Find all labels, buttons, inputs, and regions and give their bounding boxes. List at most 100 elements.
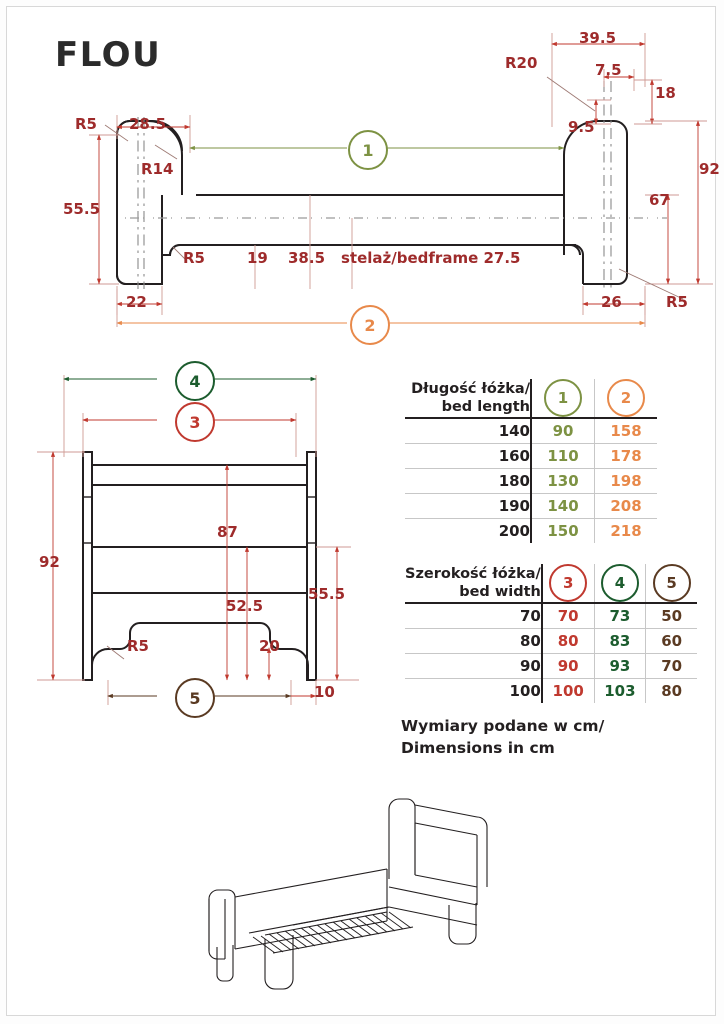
badge-1-label: 1 [362,140,374,160]
cell-value: 103 [594,678,647,703]
badge-marker-2: 2 [350,305,390,345]
table-row: 140 90 158 [405,418,657,444]
row-label: 200 [405,518,532,543]
bed-width-header-label: Szerokość łóżka/ bed width [405,564,543,604]
dim-r20: R20 [505,54,538,72]
cell-value: 150 [531,518,595,543]
cell-value: 218 [610,522,642,540]
row-label: 190 [405,493,532,519]
badge-5-label: 5 [189,688,201,708]
dim-r5-bottom-right: R5 [666,293,688,311]
cell-value: 110 [531,443,595,469]
dim-55-5-front: 55.5 [308,585,346,603]
cell-value: 178 [594,443,657,469]
row-label: 70 [405,603,543,629]
bed-length-col-2-header: 2 [594,379,657,419]
bed-width-header-line2: bed width [459,584,541,600]
dim-r5-inner-left: R5 [183,249,205,267]
badge-1-table-label: 1 [557,389,569,407]
dim-28-5: 28.5 [129,115,167,133]
table-row: 200 150 218 [405,518,657,543]
badge-4-label: 4 [189,371,201,391]
badge-3-table-label: 3 [562,574,574,592]
dim-18: 18 [655,84,676,102]
table-row: 160 110 178 [405,443,657,469]
table-header-row: Szerokość łóżka/ bed width 3 4 5 [405,564,697,604]
brand-logo: FLOU [55,35,162,75]
dim-r14: R14 [141,160,174,178]
row-label: 180 [405,468,532,494]
badge-marker-3-front: 3 [175,402,215,442]
badge-marker-5-table: 5 [652,564,691,602]
badge-marker-4-front: 4 [175,361,215,401]
table-header-row: Długość łóżka/ bed length 1 2 [405,379,657,419]
cell-value: 70 [541,603,595,629]
badge-marker-4-table: 4 [600,564,639,602]
dim-39-5: 39.5 [579,29,617,47]
cell-value: 208 [594,493,657,519]
bed-length-header-line1: Długość łóżka/ [411,380,530,397]
cell-value: 100 [541,678,595,703]
dim-92-side: 92 [699,160,720,178]
dim-55-5-side: 55.5 [63,200,101,218]
dim-52-5: 52.5 [226,597,264,615]
units-note: Wymiary podane w cm/ Dimensions in cm [401,715,604,760]
badge-marker-5-front: 5 [175,678,215,718]
dim-r5-front: R5 [127,637,149,655]
bed-width-header-line1: Szerokość łóżka/ [405,565,541,582]
dim-92-front: 92 [39,553,60,571]
cell-value: 60 [645,628,697,654]
bed-width-table: Szerokość łóżka/ bed width 3 4 5 70 7 [405,564,697,703]
units-note-line1: Wymiary podane w cm/ [401,717,605,735]
bed-length-col-1-header: 1 [531,379,595,419]
bed-length-header-label: Długość łóżka/ bed length [405,379,532,419]
bed-length-table: Długość łóżka/ bed length 1 2 140 90 158… [405,379,657,543]
cell-value: 50 [645,603,697,629]
cell-value: 198 [594,468,657,494]
cell-value: 70 [645,653,697,679]
dim-10: 10 [314,683,335,701]
cell-value: 80 [541,628,595,654]
row-label: 140 [405,418,532,444]
dim-7-5: 7.5 [595,61,622,79]
bed-width-col-4-header: 4 [594,564,647,604]
badge-3-label: 3 [189,412,201,432]
badge-marker-2-table: 2 [607,379,645,417]
dim-19: 19 [247,249,268,267]
badge-marker-1-table: 1 [544,379,582,417]
cell-value: 73 [594,603,647,629]
dim-26: 26 [601,293,622,311]
cell-value: 158 [594,418,657,444]
dim-bedframe: stelaż/bedframe 27.5 [341,249,521,267]
cell-value: 90 [541,653,595,679]
badge-marker-3-table: 3 [549,564,588,602]
side-view-drawing [89,33,713,327]
cell-value: 140 [531,493,595,519]
bed-width-col-5-header: 5 [645,564,697,604]
badge-2-table-label: 2 [620,389,632,407]
badge-marker-1: 1 [348,130,388,170]
dim-22: 22 [126,293,147,311]
drawing-sheet: FLOU [6,6,720,1016]
dim-9-5: 9.5 [568,118,595,136]
badge-2-label: 2 [364,315,376,335]
row-label: 160 [405,443,532,469]
cell-value: 90 [531,418,595,444]
table-row: 80 80 83 60 [405,628,697,654]
cell-value: 83 [594,628,647,654]
row-label: 90 [405,653,543,679]
dim-87: 87 [217,523,238,541]
dim-38-5: 38.5 [288,249,326,267]
table-row: 180 130 198 [405,468,657,494]
bed-length-header-line2: bed length [441,399,530,415]
cell-value: 130 [531,468,595,494]
table-row: 100 100 103 80 [405,678,697,703]
units-note-line2: Dimensions in cm [401,739,555,758]
dim-r5-top-left: R5 [75,115,97,133]
table-row: 70 70 73 50 [405,603,697,629]
table-row: 190 140 208 [405,493,657,519]
row-label: 100 [405,678,543,703]
dim-20: 20 [259,637,280,655]
cell-value: 93 [594,653,647,679]
perspective-view-drawing [208,798,488,990]
